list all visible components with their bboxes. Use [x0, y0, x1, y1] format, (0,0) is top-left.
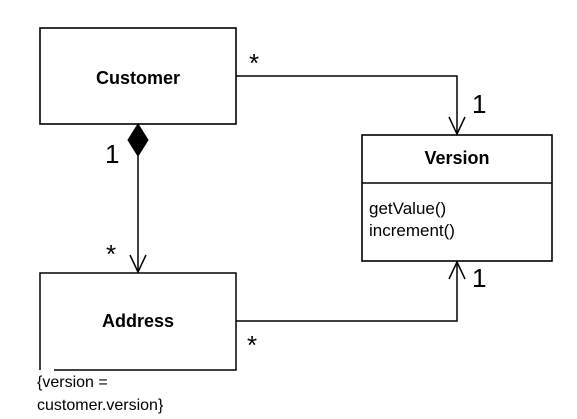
multiplicity-label: * — [106, 239, 116, 269]
version-constraint-note: {version = customer.version} — [37, 374, 164, 414]
multiplicity-label: 1 — [105, 139, 119, 169]
arrowhead-icon — [448, 260, 466, 280]
address-class-name: Address — [102, 311, 174, 331]
arrowhead-icon — [129, 254, 147, 274]
customer-class-name: Customer — [96, 68, 180, 88]
multiplicity-label: 1 — [472, 89, 486, 119]
address-class-box — [39, 272, 237, 371]
multiplicity-label: * — [247, 330, 257, 360]
association-line — [236, 75, 458, 133]
multiplicity-label: * — [249, 48, 259, 78]
arrowhead-icon — [448, 116, 466, 136]
version-class-name: Version — [424, 148, 489, 168]
version-operation: increment() — [369, 221, 455, 240]
constraint-line: customer.version} — [37, 397, 164, 414]
constraint-line: {version = — [37, 374, 108, 391]
customer-class[interactable]: Customer — [39, 27, 237, 125]
multiplicity-label: 1 — [472, 263, 486, 293]
address-class[interactable]: Address — [39, 272, 237, 371]
customer-address-composition: 1 * — [105, 123, 149, 274]
version-class[interactable]: Version getValue() increment() — [361, 134, 553, 262]
association-line — [236, 262, 458, 322]
customer-version-association: * 1 — [236, 48, 486, 136]
version-operation: getValue() — [369, 199, 446, 218]
customer-class-box — [39, 27, 237, 125]
composition-diamond-icon — [127, 123, 149, 157]
version-class-box — [361, 134, 553, 262]
address-version-association: * 1 — [236, 260, 486, 360]
